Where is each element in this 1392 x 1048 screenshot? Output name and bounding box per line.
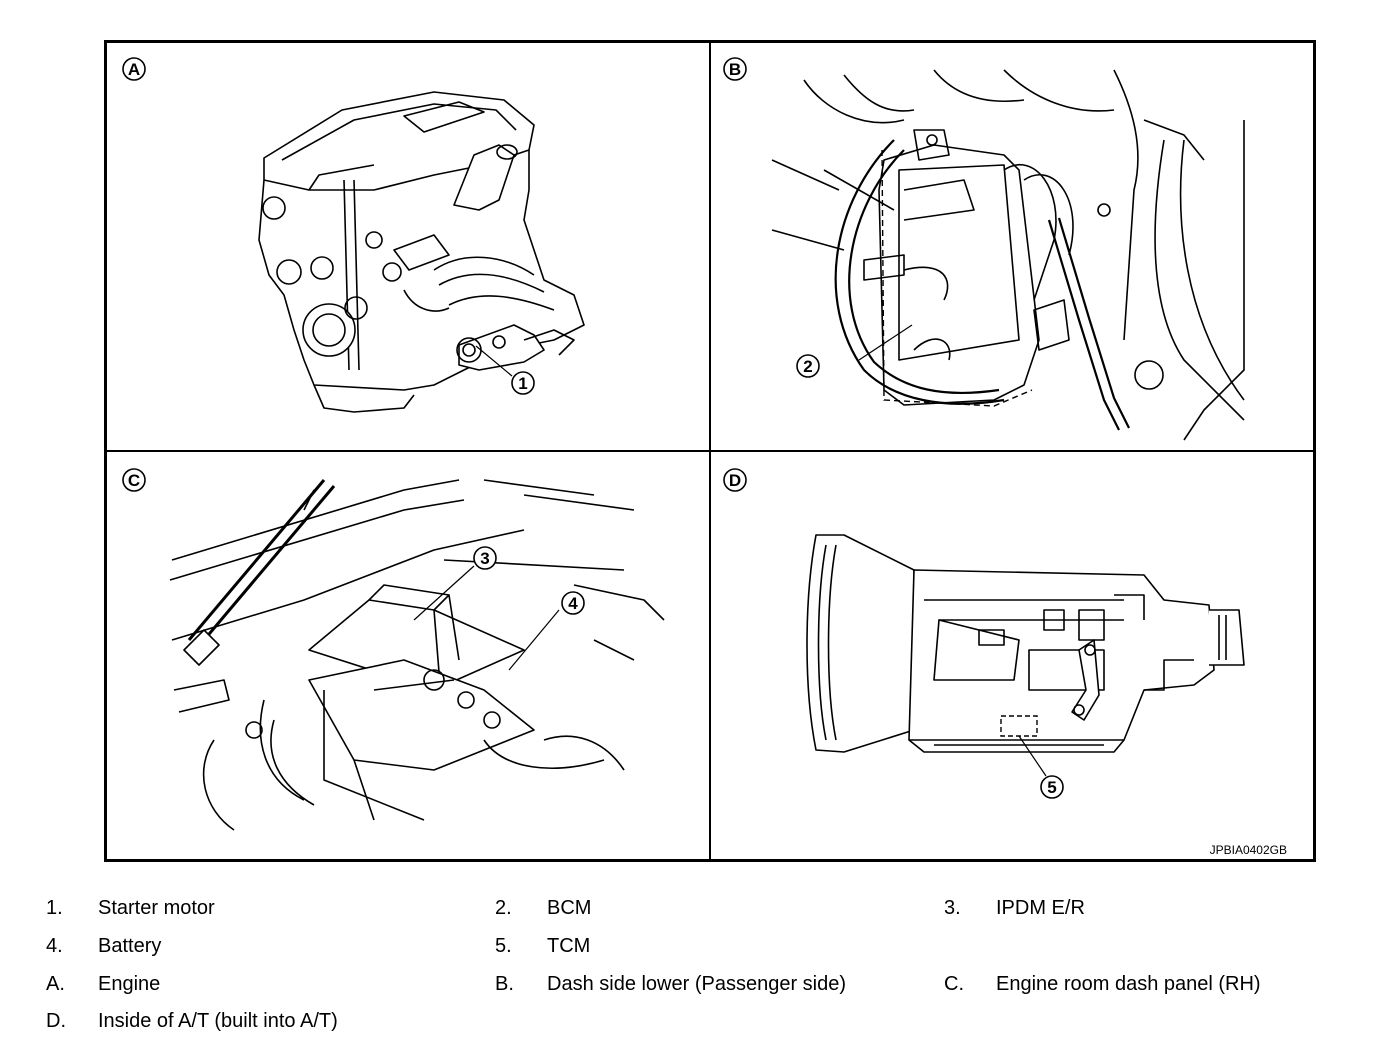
legend: 1. Starter motor 2. BCM 3. IPDM E/R 4. B…	[0, 893, 1392, 1043]
svg-text:3: 3	[480, 549, 489, 568]
legend-text: Starter motor	[98, 897, 215, 919]
svg-text:B: B	[729, 60, 741, 79]
svg-text:D: D	[729, 471, 741, 490]
legend-key: C.	[944, 973, 964, 995]
callout-2: 2	[796, 354, 820, 378]
legend-text: Battery	[98, 935, 162, 957]
panel-label-c: C	[122, 468, 146, 492]
legend-text: TCM	[547, 935, 591, 957]
legend-key: 2.	[495, 897, 512, 919]
legend-row: A. Engine B. Dash side lower (Passenger …	[0, 969, 1392, 999]
callout-1: 1	[511, 371, 535, 395]
callout-5: 5	[1040, 775, 1064, 799]
svg-text:C: C	[128, 471, 140, 490]
panel-label-a: A	[122, 57, 146, 81]
panel-d-transmission	[806, 534, 1245, 753]
svg-text:4: 4	[568, 594, 578, 613]
svg-text:5: 5	[1047, 778, 1056, 797]
legend-key: D.	[46, 1010, 66, 1032]
legend-text: Inside of A/T (built into A/T)	[98, 1010, 338, 1032]
svg-text:A: A	[128, 60, 140, 79]
callout-4: 4	[561, 591, 585, 615]
legend-text: IPDM E/R	[996, 897, 1085, 919]
panel-b-dash-side	[771, 69, 1245, 441]
legend-key: 4.	[46, 935, 63, 957]
svg-text:2: 2	[803, 357, 812, 376]
component-location-figure: 1 A	[104, 40, 1316, 862]
panel-a-engine	[258, 91, 585, 413]
legend-text: Engine room dash panel (RH)	[996, 973, 1261, 995]
panel-label-d: D	[723, 468, 747, 492]
legend-row: D. Inside of A/T (built into A/T)	[0, 1006, 1392, 1036]
legend-row: 4. Battery 5. TCM	[0, 931, 1392, 961]
legend-key: B.	[495, 973, 514, 995]
legend-key: 1.	[46, 897, 63, 919]
figure-reference-code: JPBIA0402GB	[1210, 843, 1287, 857]
callout-3: 3	[473, 546, 497, 570]
legend-key: 3.	[944, 897, 961, 919]
legend-key: A.	[46, 973, 65, 995]
svg-text:1: 1	[518, 374, 527, 393]
legend-row: 1. Starter motor 2. BCM 3. IPDM E/R	[0, 893, 1392, 923]
panel-c-engine-room	[169, 479, 665, 831]
legend-text: Dash side lower (Passenger side)	[547, 973, 847, 995]
legend-key: 5.	[495, 935, 512, 957]
legend-text: BCM	[547, 897, 592, 919]
legend-text: Engine	[98, 973, 161, 995]
panel-label-b: B	[723, 57, 747, 81]
